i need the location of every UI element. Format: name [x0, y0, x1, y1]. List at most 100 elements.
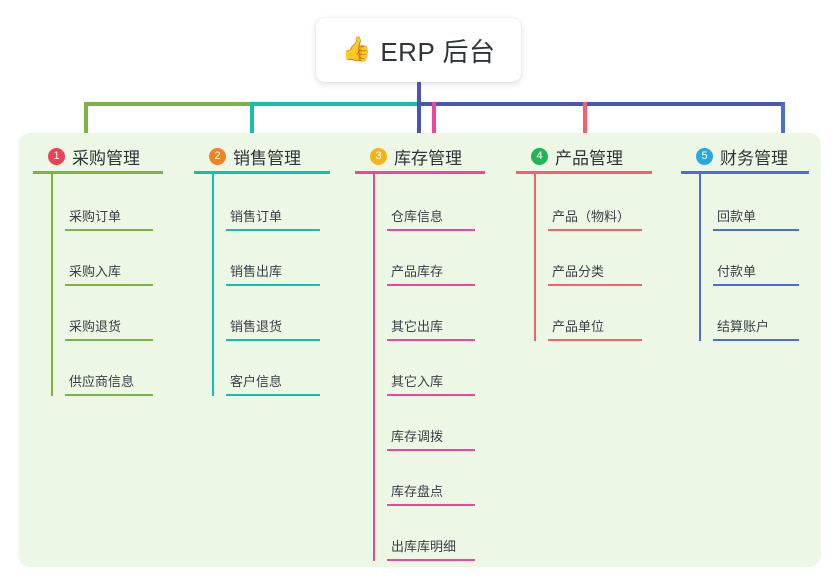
connector-drop-3: [432, 102, 436, 138]
branch-item[interactable]: 采购退货: [65, 319, 153, 341]
branch-item-rule: [65, 394, 153, 396]
root-node-title: ERP 后台: [380, 36, 496, 67]
branch-item-label: 库存盘点: [391, 484, 444, 499]
connector-drop-2: [250, 102, 254, 138]
branch-item[interactable]: 库存调拨: [387, 429, 475, 451]
branch-item-rule: [226, 394, 320, 396]
branch-item-label: 采购退货: [69, 319, 122, 334]
branch-header-2[interactable]: 2 销售管理: [194, 143, 301, 169]
branch-spine: [534, 174, 536, 341]
branch-item-label: 销售出库: [230, 264, 283, 279]
branch-header-rule: [516, 171, 652, 174]
branch-item[interactable]: 结算账户: [713, 319, 799, 341]
branch-item-label: 产品（物料）: [552, 209, 631, 224]
branch-item-label: 出库库明细: [391, 539, 457, 554]
branch-item-rule: [387, 559, 475, 561]
branch-item-rule: [387, 284, 475, 286]
branch-item-rule: [713, 284, 799, 286]
connector-bus-segment-teal: [250, 102, 417, 106]
branch-item-rule: [548, 339, 642, 341]
branch-number-badge: 5: [696, 147, 713, 165]
branch-item[interactable]: 其它出库: [387, 319, 475, 341]
root-node-erp-backend[interactable]: 👍 ERP 后台: [316, 18, 521, 82]
branch-item[interactable]: 付款单: [713, 264, 799, 286]
branch-header-4[interactable]: 4 产品管理: [516, 143, 623, 169]
branch-item-label: 付款单: [717, 264, 757, 279]
branch-item[interactable]: 产品单位: [548, 319, 642, 341]
branch-item[interactable]: 产品（物料）: [548, 209, 642, 231]
branch-item-rule: [65, 229, 153, 231]
branch-item-rule: [713, 229, 799, 231]
branch-header-rule: [681, 171, 809, 174]
connector-bus-segment-blue: [417, 102, 785, 106]
thumbs-up-icon: 👍: [341, 36, 372, 63]
branch-item-rule: [387, 229, 475, 231]
branch-item[interactable]: 出库库明细: [387, 539, 475, 561]
branch-number-badge: 2: [209, 147, 226, 165]
branch-item-rule: [548, 229, 642, 231]
branch-header-3[interactable]: 3 库存管理: [355, 143, 462, 169]
branch-item-rule: [548, 284, 642, 286]
branch-header-label: 财务管理: [720, 148, 788, 168]
branch-item-label: 库存调拨: [391, 429, 444, 444]
branch-item-label: 其它入库: [391, 374, 444, 389]
branch-item-label: 产品分类: [552, 264, 605, 279]
branch-header-rule: [194, 171, 330, 174]
branch-spine: [373, 174, 375, 561]
branch-item-rule: [387, 449, 475, 451]
connector-drop-5: [781, 102, 785, 138]
branch-item[interactable]: 销售订单: [226, 209, 320, 231]
branch-number-badge: 1: [48, 147, 65, 165]
branch-header-rule: [33, 171, 163, 174]
branch-item-label: 客户信息: [230, 374, 283, 389]
branch-item[interactable]: 产品分类: [548, 264, 642, 286]
branch-spine: [51, 174, 53, 396]
branch-item-rule: [226, 284, 320, 286]
branch-item[interactable]: 销售退货: [226, 319, 320, 341]
branch-header-5[interactable]: 5 财务管理: [681, 143, 788, 169]
branch-item[interactable]: 回款单: [713, 209, 799, 231]
branch-item-rule: [387, 394, 475, 396]
connector-drop-1: [84, 102, 88, 138]
branch-header-1[interactable]: 1 采购管理: [33, 143, 140, 169]
branch-item-rule: [65, 339, 153, 341]
branch-item[interactable]: 采购订单: [65, 209, 153, 231]
branch-item-label: 产品单位: [552, 319, 605, 334]
branch-item-label: 回款单: [717, 209, 757, 224]
branch-number-badge: 3: [370, 147, 387, 165]
branch-item-rule: [226, 229, 320, 231]
root-node-content: 👍 ERP 后台: [341, 32, 495, 69]
branch-item[interactable]: 销售出库: [226, 264, 320, 286]
branch-item[interactable]: 产品库存: [387, 264, 475, 286]
connector-trunk-vertical: [417, 82, 421, 136]
branch-item[interactable]: 库存盘点: [387, 484, 475, 506]
branch-item-rule: [65, 284, 153, 286]
branch-item-rule: [713, 339, 799, 341]
branch-item-label: 销售退货: [230, 319, 283, 334]
mindmap-panel: 1 采购管理采购订单采购入库采购退货供应商信息 2 销售管理销售订单销售出库销售退货客…: [18, 133, 821, 567]
branch-item[interactable]: 采购入库: [65, 264, 153, 286]
branch-header-label: 产品管理: [555, 148, 623, 168]
branch-item-label: 仓库信息: [391, 209, 444, 224]
branch-item-rule: [226, 339, 320, 341]
branch-item-label: 销售订单: [230, 209, 283, 224]
branch-item-label: 其它出库: [391, 319, 444, 334]
branch-item[interactable]: 仓库信息: [387, 209, 475, 231]
branch-spine: [212, 174, 214, 396]
branch-item-label: 采购订单: [69, 209, 122, 224]
branch-header-label: 销售管理: [233, 148, 301, 168]
connector-drop-4: [583, 102, 587, 138]
branch-header-label: 采购管理: [72, 148, 140, 168]
branch-item[interactable]: 客户信息: [226, 374, 320, 396]
branch-item-rule: [387, 339, 475, 341]
branch-item-label: 采购入库: [69, 264, 122, 279]
branch-item-label: 供应商信息: [69, 374, 135, 389]
branch-item-label: 结算账户: [717, 319, 770, 334]
branch-item-rule: [387, 504, 475, 506]
branch-item[interactable]: 其它入库: [387, 374, 475, 396]
branch-header-label: 库存管理: [394, 148, 462, 168]
branch-item[interactable]: 供应商信息: [65, 374, 153, 396]
branch-number-badge: 4: [531, 147, 548, 165]
branch-header-rule: [355, 171, 485, 174]
